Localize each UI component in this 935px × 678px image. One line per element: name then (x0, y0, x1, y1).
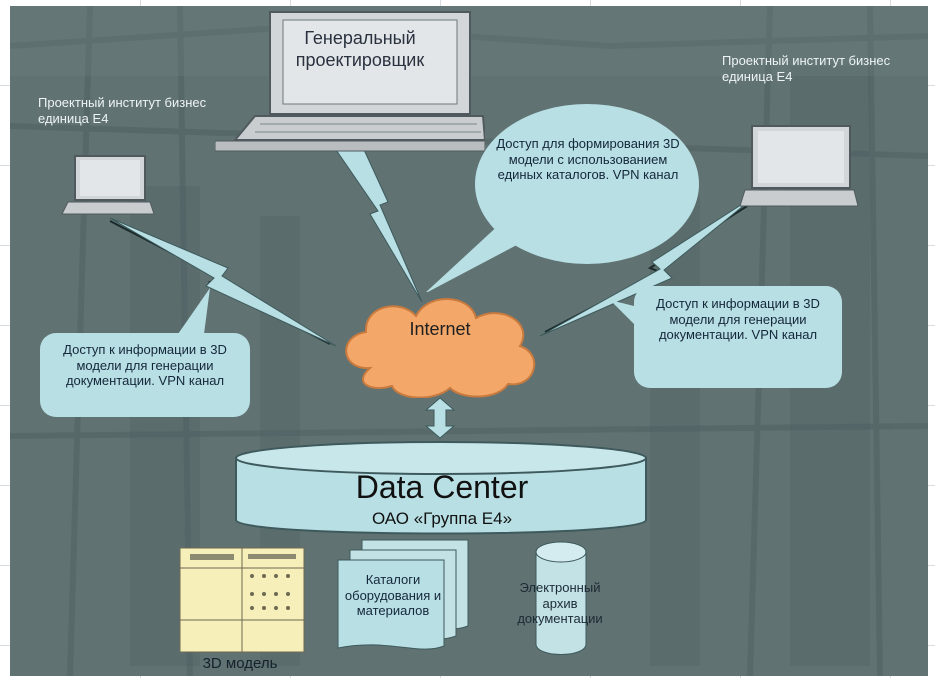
model-3d-label: 3D модель (202, 655, 278, 672)
data-center-title: Data Center (355, 469, 529, 505)
laptop-icon (740, 125, 859, 207)
internet-label: Internet (409, 319, 471, 339)
catalogs-stack-icon (337, 539, 469, 650)
archive-label: Электронный архив документации (517, 580, 603, 627)
data-center-cylinder (235, 441, 647, 535)
catalogs-label: Каталоги оборудования и материалов (344, 572, 442, 619)
general-designer-label: Генеральный проектировщик (295, 28, 425, 70)
callout-top-bubble (426, 104, 699, 292)
double-arrow-icon (424, 397, 456, 439)
design-institute-right-label: Проектный институт бизнес единица Е4 (722, 53, 891, 85)
laptop-icon (61, 155, 155, 215)
callout-left-pointer (178, 288, 210, 334)
callout-right-text: Доступ к информации в 3D модели для гене… (656, 296, 820, 343)
lightning-bolt-left (109, 217, 337, 347)
laptop-icon (215, 11, 485, 152)
diagram-canvas: Генеральный проектировщик Проектный инст… (10, 6, 928, 676)
callout-right-pointer (610, 300, 642, 328)
callout-left-text: Доступ к информации в 3D модели для гене… (63, 342, 227, 389)
design-institute-left-label: Проектный институт бизнес единица Е4 (38, 95, 207, 127)
archive-cylinder-icon (535, 541, 587, 655)
internet-cloud-icon (345, 298, 536, 398)
callout-right-bubble (634, 286, 842, 388)
callout-left-bubble (40, 333, 250, 417)
lightning-bolt-right (539, 193, 759, 337)
model-3d-document-icon (179, 547, 305, 653)
callout-top-text: Доступ для формирования 3D модели с испо… (496, 136, 680, 183)
data-center-subtitle: ОАО «Группа Е4» (371, 509, 513, 528)
